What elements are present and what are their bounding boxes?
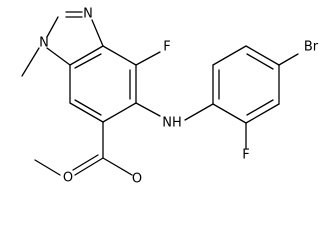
atom-o-carbonyl: O — [63, 171, 73, 186]
atom-n-methyl: N — [39, 36, 49, 51]
atom-f-aryl: F — [242, 148, 249, 163]
molecule-canvas: N N F NH Br F O O — [21, 7, 319, 187]
atom-f-core: F — [163, 40, 170, 55]
nh-bond-core — [135, 102, 161, 117]
core-fluorine-bond — [135, 51, 161, 66]
atom-o-ester: O — [132, 172, 142, 187]
benzene-ring-core — [69, 45, 137, 123]
aryl-ring — [212, 45, 280, 124]
atom-n-imidazole: N — [83, 7, 93, 22]
atom-bromine: Br — [304, 40, 319, 55]
ester-group — [34, 121, 133, 176]
nh-bond-aryl — [184, 103, 214, 121]
atom-nh-linker: NH — [162, 116, 182, 131]
n-methyl-bond — [21, 47, 40, 77]
imidazole-ring — [46, 11, 104, 66]
structure-diagram: N N F NH Br F O O — [21, 7, 319, 187]
bromine-bond — [278, 53, 299, 66]
